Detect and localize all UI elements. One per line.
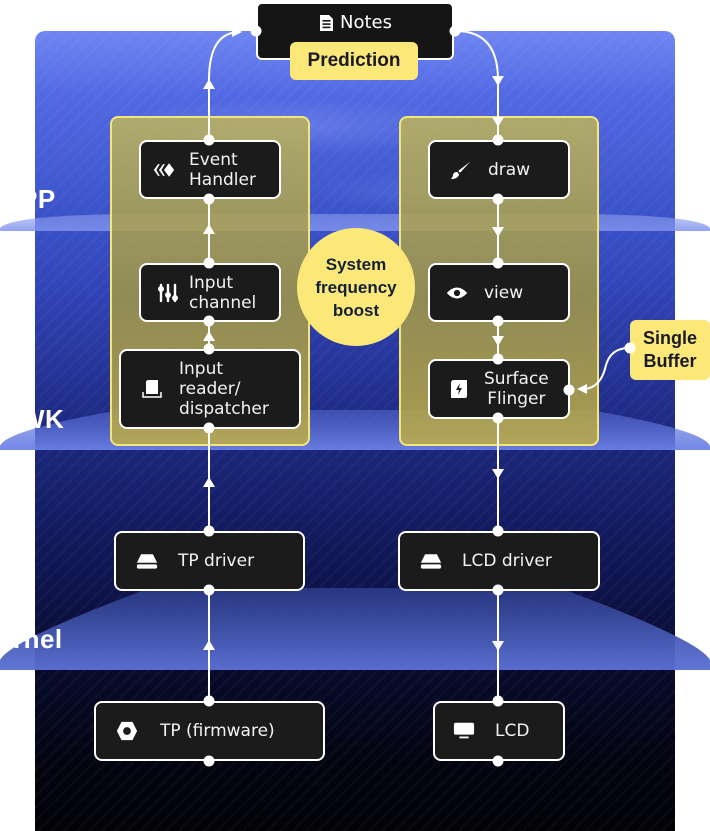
event-handler-icon xyxy=(153,159,175,181)
connector-dot xyxy=(203,134,215,146)
notes-title: Notes xyxy=(258,12,452,33)
connector-dot xyxy=(203,695,215,707)
connector-dot xyxy=(492,584,504,596)
connector-line xyxy=(455,30,499,81)
node-label: dispatcher xyxy=(179,399,269,419)
single-buffer-label: Buffer xyxy=(643,351,697,371)
node-label: Input xyxy=(189,272,234,293)
boost-label: boost xyxy=(332,300,380,320)
node-label: channel xyxy=(189,292,257,313)
node-label: Event xyxy=(189,149,238,170)
connector-dot xyxy=(203,257,215,269)
connector-dot xyxy=(563,384,575,396)
connector-dot xyxy=(203,755,215,767)
kernel-layer-plane xyxy=(0,588,710,670)
connector-dot xyxy=(449,25,461,37)
node-label: reader/ xyxy=(179,379,241,399)
node-label: view xyxy=(484,282,524,303)
connector-dot xyxy=(492,134,504,146)
connector-dot xyxy=(492,315,504,327)
node-label: LCD xyxy=(495,721,530,741)
drive-icon xyxy=(136,550,158,572)
draw-node[interactable]: draw xyxy=(428,140,570,199)
arrow-up-icon xyxy=(203,640,215,650)
arrow-left-icon xyxy=(577,384,587,394)
arrow-down-icon xyxy=(492,117,504,127)
layer-label-app: PP xyxy=(20,184,56,214)
arrow-down-icon xyxy=(492,227,504,237)
single-buffer-connector xyxy=(583,347,630,390)
connector-dot xyxy=(250,25,262,37)
node-label: Handler xyxy=(189,169,256,190)
node-label: LCD driver xyxy=(462,551,552,571)
connector-dot xyxy=(203,343,215,355)
connector-dot xyxy=(492,755,504,767)
node-label: TP driver xyxy=(178,551,255,571)
system-frequency-boost-badge: System frequency boost xyxy=(297,228,415,346)
drive-icon xyxy=(420,550,442,572)
brush-icon xyxy=(450,159,472,181)
connector-dot xyxy=(203,584,215,596)
arrow-up-icon xyxy=(203,331,215,341)
arrow-down-icon xyxy=(492,336,504,346)
sliders-icon xyxy=(157,282,179,304)
connector-dot xyxy=(492,695,504,707)
arrow-up-icon xyxy=(203,224,215,234)
dispatcher-icon xyxy=(141,378,163,400)
boost-label: frequency xyxy=(315,277,397,297)
arrow-down-icon xyxy=(492,641,504,651)
connector-dot xyxy=(492,412,504,424)
hex-nut-icon xyxy=(116,720,138,742)
lcd-node[interactable]: LCD xyxy=(433,701,565,761)
tp-driver-node[interactable]: TP driver xyxy=(114,531,305,591)
flash-icon xyxy=(448,378,470,400)
connector-dot xyxy=(203,315,215,327)
node-label: Surface xyxy=(484,369,549,389)
view-node[interactable]: view xyxy=(428,263,570,322)
arrow-up-icon xyxy=(203,477,215,487)
layer-label-framework: WK xyxy=(20,404,65,434)
node-label: draw xyxy=(488,159,531,180)
arrow-down-icon xyxy=(492,469,504,479)
node-label: Input xyxy=(179,359,224,379)
connector-dot xyxy=(624,342,636,354)
connector-dot xyxy=(203,525,215,537)
tp-firmware-node[interactable]: TP (firmware) xyxy=(94,701,325,761)
monitor-icon xyxy=(453,720,475,742)
connector-dot xyxy=(492,353,504,365)
layer-label-kernel: ernel xyxy=(0,624,63,654)
node-label: TP (firmware) xyxy=(160,721,275,741)
connector-dot xyxy=(203,422,215,434)
arrow-down-icon xyxy=(492,76,504,86)
arrow-right-icon xyxy=(232,27,242,37)
prediction-badge: Prediction xyxy=(290,42,418,80)
connector-dot xyxy=(492,257,504,269)
connector-dot xyxy=(492,193,504,205)
connector-dot xyxy=(492,525,504,537)
single-buffer-label: Single xyxy=(642,328,697,348)
node-label: Flinger xyxy=(487,389,546,409)
connector-dot xyxy=(203,193,215,205)
notes-label: Notes xyxy=(340,12,392,33)
single-buffer-badge: Single Buffer xyxy=(630,320,710,380)
lcd-driver-node[interactable]: LCD driver xyxy=(398,531,600,591)
eye-icon xyxy=(446,282,468,304)
notes-icon xyxy=(320,14,333,31)
arrow-up-icon xyxy=(203,79,215,89)
connector-line xyxy=(208,31,241,81)
boost-label: System xyxy=(325,254,387,274)
